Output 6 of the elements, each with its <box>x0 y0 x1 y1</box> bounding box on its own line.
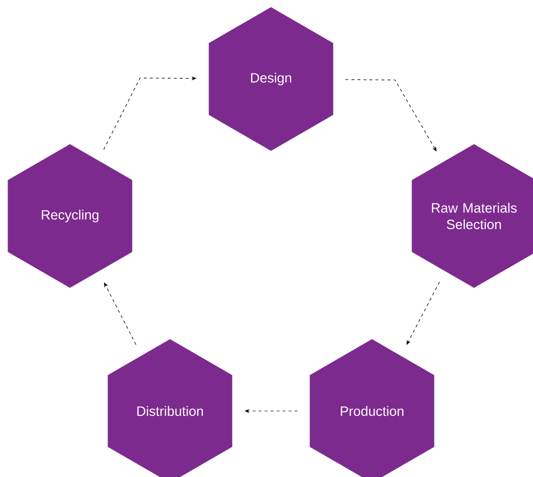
hexagon: Raw Materials Selection <box>412 144 533 288</box>
hexagon: Production <box>310 339 434 477</box>
dashed-arrow <box>406 282 440 345</box>
hexagon: Distribution <box>108 339 232 477</box>
hexagon: Design <box>208 7 334 151</box>
hexagon: Recycling <box>8 144 132 288</box>
